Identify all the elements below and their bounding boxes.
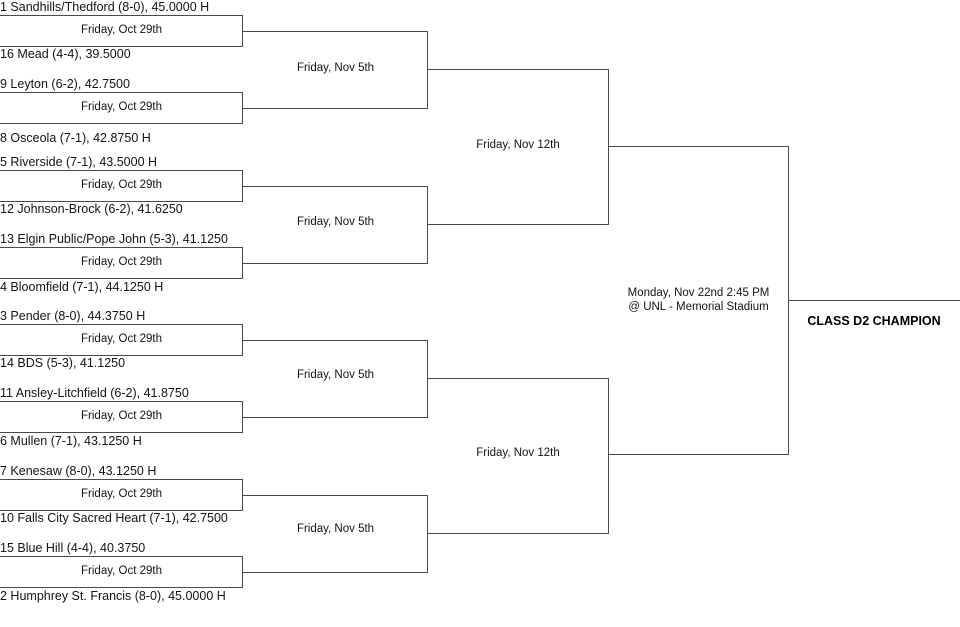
r1-game-label: Friday, Oct 29th xyxy=(81,565,162,577)
final-connector-top xyxy=(608,146,789,147)
r1-game-top-rule xyxy=(0,170,243,171)
team-row: 9 Leyton (6-2), 42.7500 xyxy=(0,77,130,91)
r1-game-bottom-rule xyxy=(0,46,243,47)
r1-game-top-rule xyxy=(0,15,243,16)
r3-connector-top xyxy=(427,69,609,70)
r3-game-label: Friday, Nov 12th xyxy=(476,139,560,151)
r1-game-top-rule xyxy=(0,324,243,325)
team-row: 10 Falls City Sacred Heart (7-1), 42.750… xyxy=(0,511,228,525)
r1-game-right-rule xyxy=(242,479,243,511)
final-game-datetime: Monday, Nov 22nd 2:45 PM xyxy=(627,287,770,299)
final-connector-bottom xyxy=(608,454,789,455)
r1-game-right-rule xyxy=(242,15,243,47)
r1-game-right-rule xyxy=(242,401,243,433)
r2-connector-vertical xyxy=(427,340,428,418)
r1-game-bottom-rule xyxy=(0,278,243,279)
r2-connector-vertical xyxy=(427,495,428,573)
r1-game-bottom-rule xyxy=(0,123,243,124)
r1-game-bottom-rule xyxy=(0,587,243,588)
r2-game-label: Friday, Nov 5th xyxy=(296,62,375,74)
r1-game-right-rule xyxy=(242,324,243,356)
team-row: 8 Osceola (7-1), 42.8750 H xyxy=(0,131,151,145)
r1-game-top-rule xyxy=(0,556,243,557)
r1-game-top-rule xyxy=(0,92,243,93)
team-row: 3 Pender (8-0), 44.3750 H xyxy=(0,309,146,323)
r3-connector-bottom xyxy=(427,533,609,534)
r1-game-label: Friday, Oct 29th xyxy=(81,179,162,191)
r2-connector-top xyxy=(243,495,428,496)
r2-game-label: Friday, Nov 5th xyxy=(296,369,375,381)
r1-game-right-rule xyxy=(242,92,243,124)
r1-game-right-rule xyxy=(242,247,243,279)
r1-game-bottom-rule xyxy=(0,510,243,511)
team-row: 5 Riverside (7-1), 43.5000 H xyxy=(0,155,158,169)
team-row: 14 BDS (5-3), 41.1250 xyxy=(0,356,126,370)
team-row: 11 Ansley-Litchfield (6-2), 41.8750 xyxy=(0,386,189,400)
r1-game-label: Friday, Oct 29th xyxy=(81,24,162,36)
r1-game-label: Friday, Oct 29th xyxy=(81,410,162,422)
team-row: 12 Johnson-Brock (6-2), 41.6250 xyxy=(0,202,183,216)
r3-connector-bottom xyxy=(427,224,609,225)
r3-connector-vertical xyxy=(608,69,609,225)
r1-game-bottom-rule xyxy=(0,432,243,433)
r1-game-bottom-rule xyxy=(0,201,243,202)
final-game-venue: @ UNL - Memorial Stadium xyxy=(628,301,769,313)
r1-game-bottom-rule xyxy=(0,355,243,356)
team-row: 7 Kenesaw (8-0), 43.1250 H xyxy=(0,464,157,478)
r2-connector-top xyxy=(243,186,428,187)
r1-game-top-rule xyxy=(0,247,243,248)
team-row: 16 Mead (4-4), 39.5000 xyxy=(0,47,131,61)
r2-connector-vertical xyxy=(427,31,428,109)
r2-connector-bottom xyxy=(243,572,428,573)
champion-label: CLASS D2 CHAMPION xyxy=(807,314,941,328)
r1-game-top-rule xyxy=(0,401,243,402)
r3-connector-vertical xyxy=(608,378,609,534)
r1-game-label: Friday, Oct 29th xyxy=(81,101,162,113)
champion-rule xyxy=(788,300,960,301)
team-row: 15 Blue Hill (4-4), 40.3750 xyxy=(0,541,146,555)
r3-game-label: Friday, Nov 12th xyxy=(476,447,560,459)
r2-connector-vertical xyxy=(427,186,428,264)
final-game-info: Monday, Nov 22nd 2:45 PM @ UNL - Memoria… xyxy=(608,286,789,314)
r2-game-label: Friday, Nov 5th xyxy=(296,523,375,535)
r2-connector-bottom xyxy=(243,108,428,109)
r2-connector-top xyxy=(243,340,428,341)
r3-connector-top xyxy=(427,378,609,379)
r2-connector-top xyxy=(243,31,428,32)
r1-game-right-rule xyxy=(242,556,243,588)
team-row: 6 Mullen (7-1), 43.1250 H xyxy=(0,434,142,448)
r1-game-label: Friday, Oct 29th xyxy=(81,256,162,268)
r2-connector-bottom xyxy=(243,263,428,264)
r1-game-top-rule xyxy=(0,479,243,480)
r1-game-label: Friday, Oct 29th xyxy=(81,488,162,500)
r2-game-label: Friday, Nov 5th xyxy=(296,216,375,228)
team-row: 2 Humphrey St. Francis (8-0), 45.0000 H xyxy=(0,589,226,603)
team-row: 13 Elgin Public/Pope John (5-3), 41.1250 xyxy=(0,232,228,246)
r2-connector-bottom xyxy=(243,417,428,418)
r1-game-label: Friday, Oct 29th xyxy=(81,333,162,345)
team-row: 4 Bloomfield (7-1), 44.1250 H xyxy=(0,280,164,294)
r1-game-right-rule xyxy=(242,170,243,202)
team-row: 1 Sandhills/Thedford (8-0), 45.0000 H xyxy=(0,0,210,14)
